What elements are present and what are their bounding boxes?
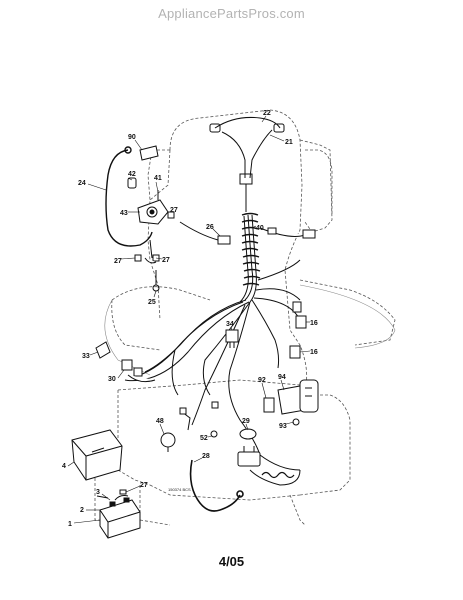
deck-outline xyxy=(104,284,396,376)
callout-27-c: 27 xyxy=(162,257,170,264)
callout-42: 42 xyxy=(128,171,136,178)
part-40-connectors xyxy=(259,227,316,239)
callout-22: 22 xyxy=(263,110,271,117)
wire-24 xyxy=(105,146,153,247)
part-33-clip xyxy=(95,341,111,359)
callout-34: 34 xyxy=(226,321,234,328)
connectors-27 xyxy=(134,211,175,264)
part-42-clip xyxy=(127,177,137,189)
callout-43: 43 xyxy=(120,210,128,217)
callout-16-b: 16 xyxy=(310,349,318,356)
part-30-connectors xyxy=(121,359,156,383)
callout-4: 4 xyxy=(62,463,66,470)
callout-25: 25 xyxy=(148,299,156,306)
battery xyxy=(96,489,141,539)
callout-41: 41 xyxy=(154,175,162,182)
callout-28: 28 xyxy=(202,453,210,460)
callout-3: 3 xyxy=(96,489,100,496)
ignition-switch xyxy=(137,190,169,225)
callout-24: 24 xyxy=(78,180,86,187)
wire-28 xyxy=(189,459,244,512)
callout-27-a: 27 xyxy=(170,207,178,214)
part-29-solenoid xyxy=(237,428,261,467)
callout-27-b: 27 xyxy=(114,258,122,265)
callout-48: 48 xyxy=(156,418,164,425)
coiled-wire-lower xyxy=(261,471,295,479)
callout-labels: 90 24 42 41 43 27 27 27 25 22 21 40 26 3… xyxy=(62,110,318,528)
callout-92: 92 xyxy=(258,377,266,384)
callout-27-d: 27 xyxy=(140,482,148,489)
part-52-terminal xyxy=(210,430,218,438)
callout-21: 21 xyxy=(285,139,293,146)
small-print-label: 150374 BCS xyxy=(168,487,191,492)
part-34-relay xyxy=(225,329,239,348)
callout-26: 26 xyxy=(206,224,214,231)
callout-93: 93 xyxy=(279,423,287,430)
leader-lines xyxy=(67,115,311,524)
coiled-wire-section xyxy=(241,212,261,286)
page-number: 4/05 xyxy=(218,554,245,569)
part-26-connector xyxy=(179,221,231,245)
callout-94: 94 xyxy=(278,374,286,381)
callout-40: 40 xyxy=(256,225,264,232)
callout-33: 33 xyxy=(82,353,90,360)
callout-52: 52 xyxy=(200,435,208,442)
callout-30: 30 xyxy=(108,376,116,383)
part-48-bulb xyxy=(160,401,219,452)
headlight-harness xyxy=(209,117,285,212)
watermark-text: AppliancePartsPros.com xyxy=(158,6,305,21)
callout-1: 1 xyxy=(68,521,72,528)
callout-29: 29 xyxy=(242,418,250,425)
callout-90: 90 xyxy=(128,134,136,141)
callout-16-a: 16 xyxy=(310,320,318,327)
part-92-94-93-assembly xyxy=(263,379,319,426)
part-90-bracket xyxy=(139,145,159,161)
callout-2: 2 xyxy=(80,507,84,514)
battery-tray xyxy=(71,429,123,481)
